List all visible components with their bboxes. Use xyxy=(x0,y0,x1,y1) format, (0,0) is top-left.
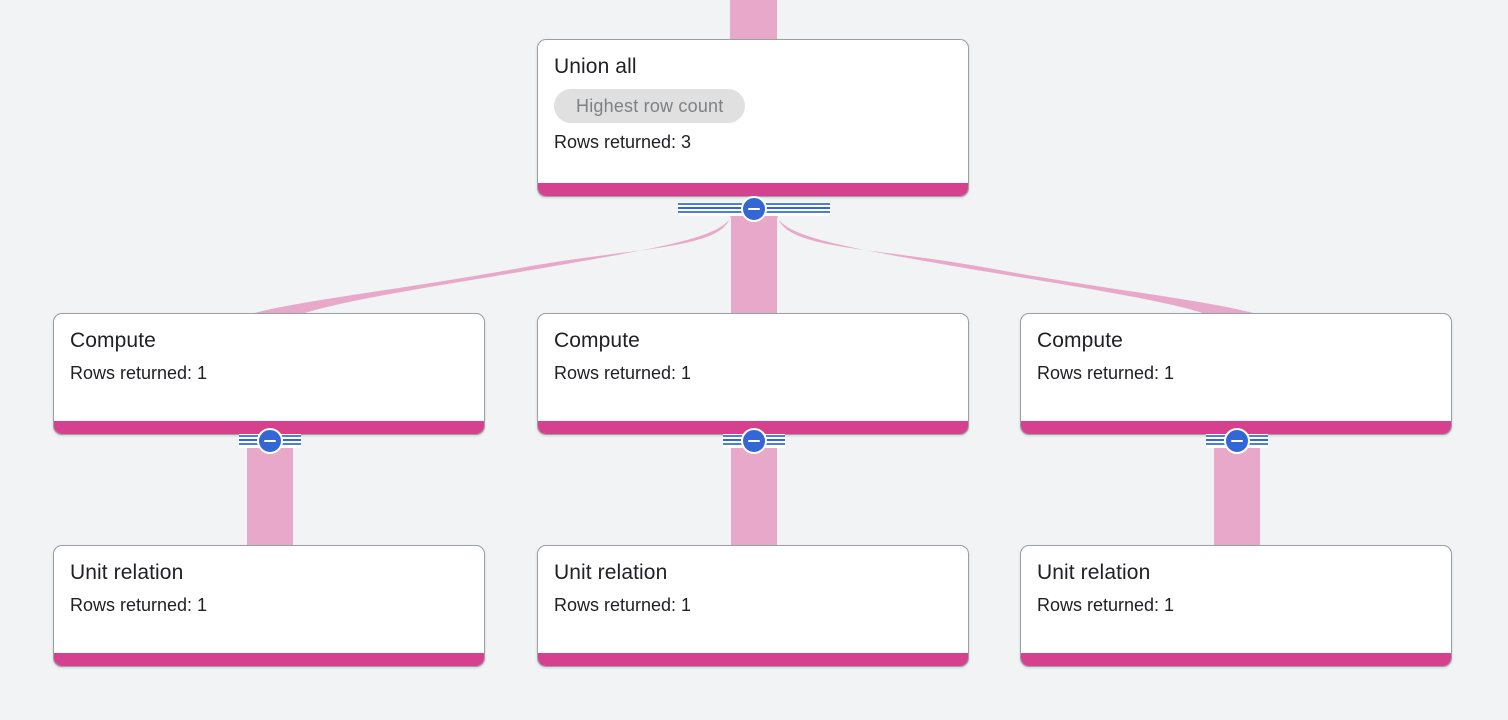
edge-union-all-to-compute-right xyxy=(775,211,1261,328)
node-compute-middle-title: Compute xyxy=(554,329,640,352)
node-unit-relation-middle-body: Unit relation Rows returned: 1 xyxy=(538,546,968,627)
node-compute-right-accent-bar xyxy=(1021,421,1451,434)
node-unit-relation-right-title: Unit relation xyxy=(1037,561,1151,584)
node-compute-left[interactable]: Compute Rows returned: 1 xyxy=(53,313,485,435)
node-unit-relation-right[interactable]: Unit relation Rows returned: 1 xyxy=(1020,545,1452,667)
minus-glyph xyxy=(264,439,276,443)
node-unit-relation-right-rows: Rows returned: 1 xyxy=(1037,595,1175,615)
node-compute-left-rows: Rows returned: 1 xyxy=(70,363,208,383)
edge-inflow-top xyxy=(730,0,777,42)
node-compute-right[interactable]: Compute Rows returned: 1 xyxy=(1020,313,1452,435)
collapse-toggle-compute-right[interactable] xyxy=(1206,428,1268,454)
node-compute-right-title: Compute xyxy=(1037,329,1123,352)
node-compute-middle-body: Compute Rows returned: 1 xyxy=(538,314,968,395)
minus-glyph xyxy=(748,439,760,443)
node-compute-left-title: Compute xyxy=(70,329,156,352)
edge-union-all-to-compute-left xyxy=(247,211,733,328)
minus-icon[interactable] xyxy=(741,196,767,222)
collapse-toggle-union-all[interactable] xyxy=(678,196,830,222)
node-unit-relation-middle-rows: Rows returned: 1 xyxy=(554,595,692,615)
minus-icon[interactable] xyxy=(1224,428,1250,454)
node-union-all-body: Union all Highest row count Rows returne… xyxy=(538,40,968,164)
node-union-all[interactable]: Union all Highest row count Rows returne… xyxy=(537,39,969,197)
collapse-toggle-compute-middle[interactable] xyxy=(723,428,785,454)
minus-icon[interactable] xyxy=(741,428,767,454)
node-compute-right-body: Compute Rows returned: 1 xyxy=(1021,314,1451,395)
minus-glyph xyxy=(1231,439,1243,443)
node-union-all-rows: Rows returned: 3 xyxy=(554,132,692,152)
minus-glyph xyxy=(748,207,760,211)
node-compute-middle[interactable]: Compute Rows returned: 1 xyxy=(537,313,969,435)
collapse-toggle-compute-left[interactable] xyxy=(239,428,301,454)
edge-union-all-to-compute-middle xyxy=(731,205,777,328)
node-unit-relation-right-accent-bar xyxy=(1021,653,1451,666)
node-compute-right-rows: Rows returned: 1 xyxy=(1037,363,1175,383)
node-compute-middle-accent-bar xyxy=(538,421,968,434)
node-union-all-title: Union all xyxy=(554,55,637,78)
node-compute-left-accent-bar xyxy=(54,421,484,434)
node-unit-relation-left[interactable]: Unit relation Rows returned: 1 xyxy=(53,545,485,667)
node-compute-left-body: Compute Rows returned: 1 xyxy=(54,314,484,395)
node-unit-relation-left-body: Unit relation Rows returned: 1 xyxy=(54,546,484,627)
node-unit-relation-right-body: Unit relation Rows returned: 1 xyxy=(1021,546,1451,627)
node-union-all-badge: Highest row count xyxy=(554,89,746,123)
minus-icon[interactable] xyxy=(257,428,283,454)
node-unit-relation-left-title: Unit relation xyxy=(70,561,184,584)
node-unit-relation-left-rows: Rows returned: 1 xyxy=(70,595,208,615)
node-unit-relation-left-accent-bar xyxy=(54,653,484,666)
node-compute-middle-rows: Rows returned: 1 xyxy=(554,363,692,383)
node-union-all-accent-bar xyxy=(538,183,968,196)
node-unit-relation-middle[interactable]: Unit relation Rows returned: 1 xyxy=(537,545,969,667)
node-unit-relation-middle-title: Unit relation xyxy=(554,561,668,584)
node-unit-relation-middle-accent-bar xyxy=(538,653,968,666)
